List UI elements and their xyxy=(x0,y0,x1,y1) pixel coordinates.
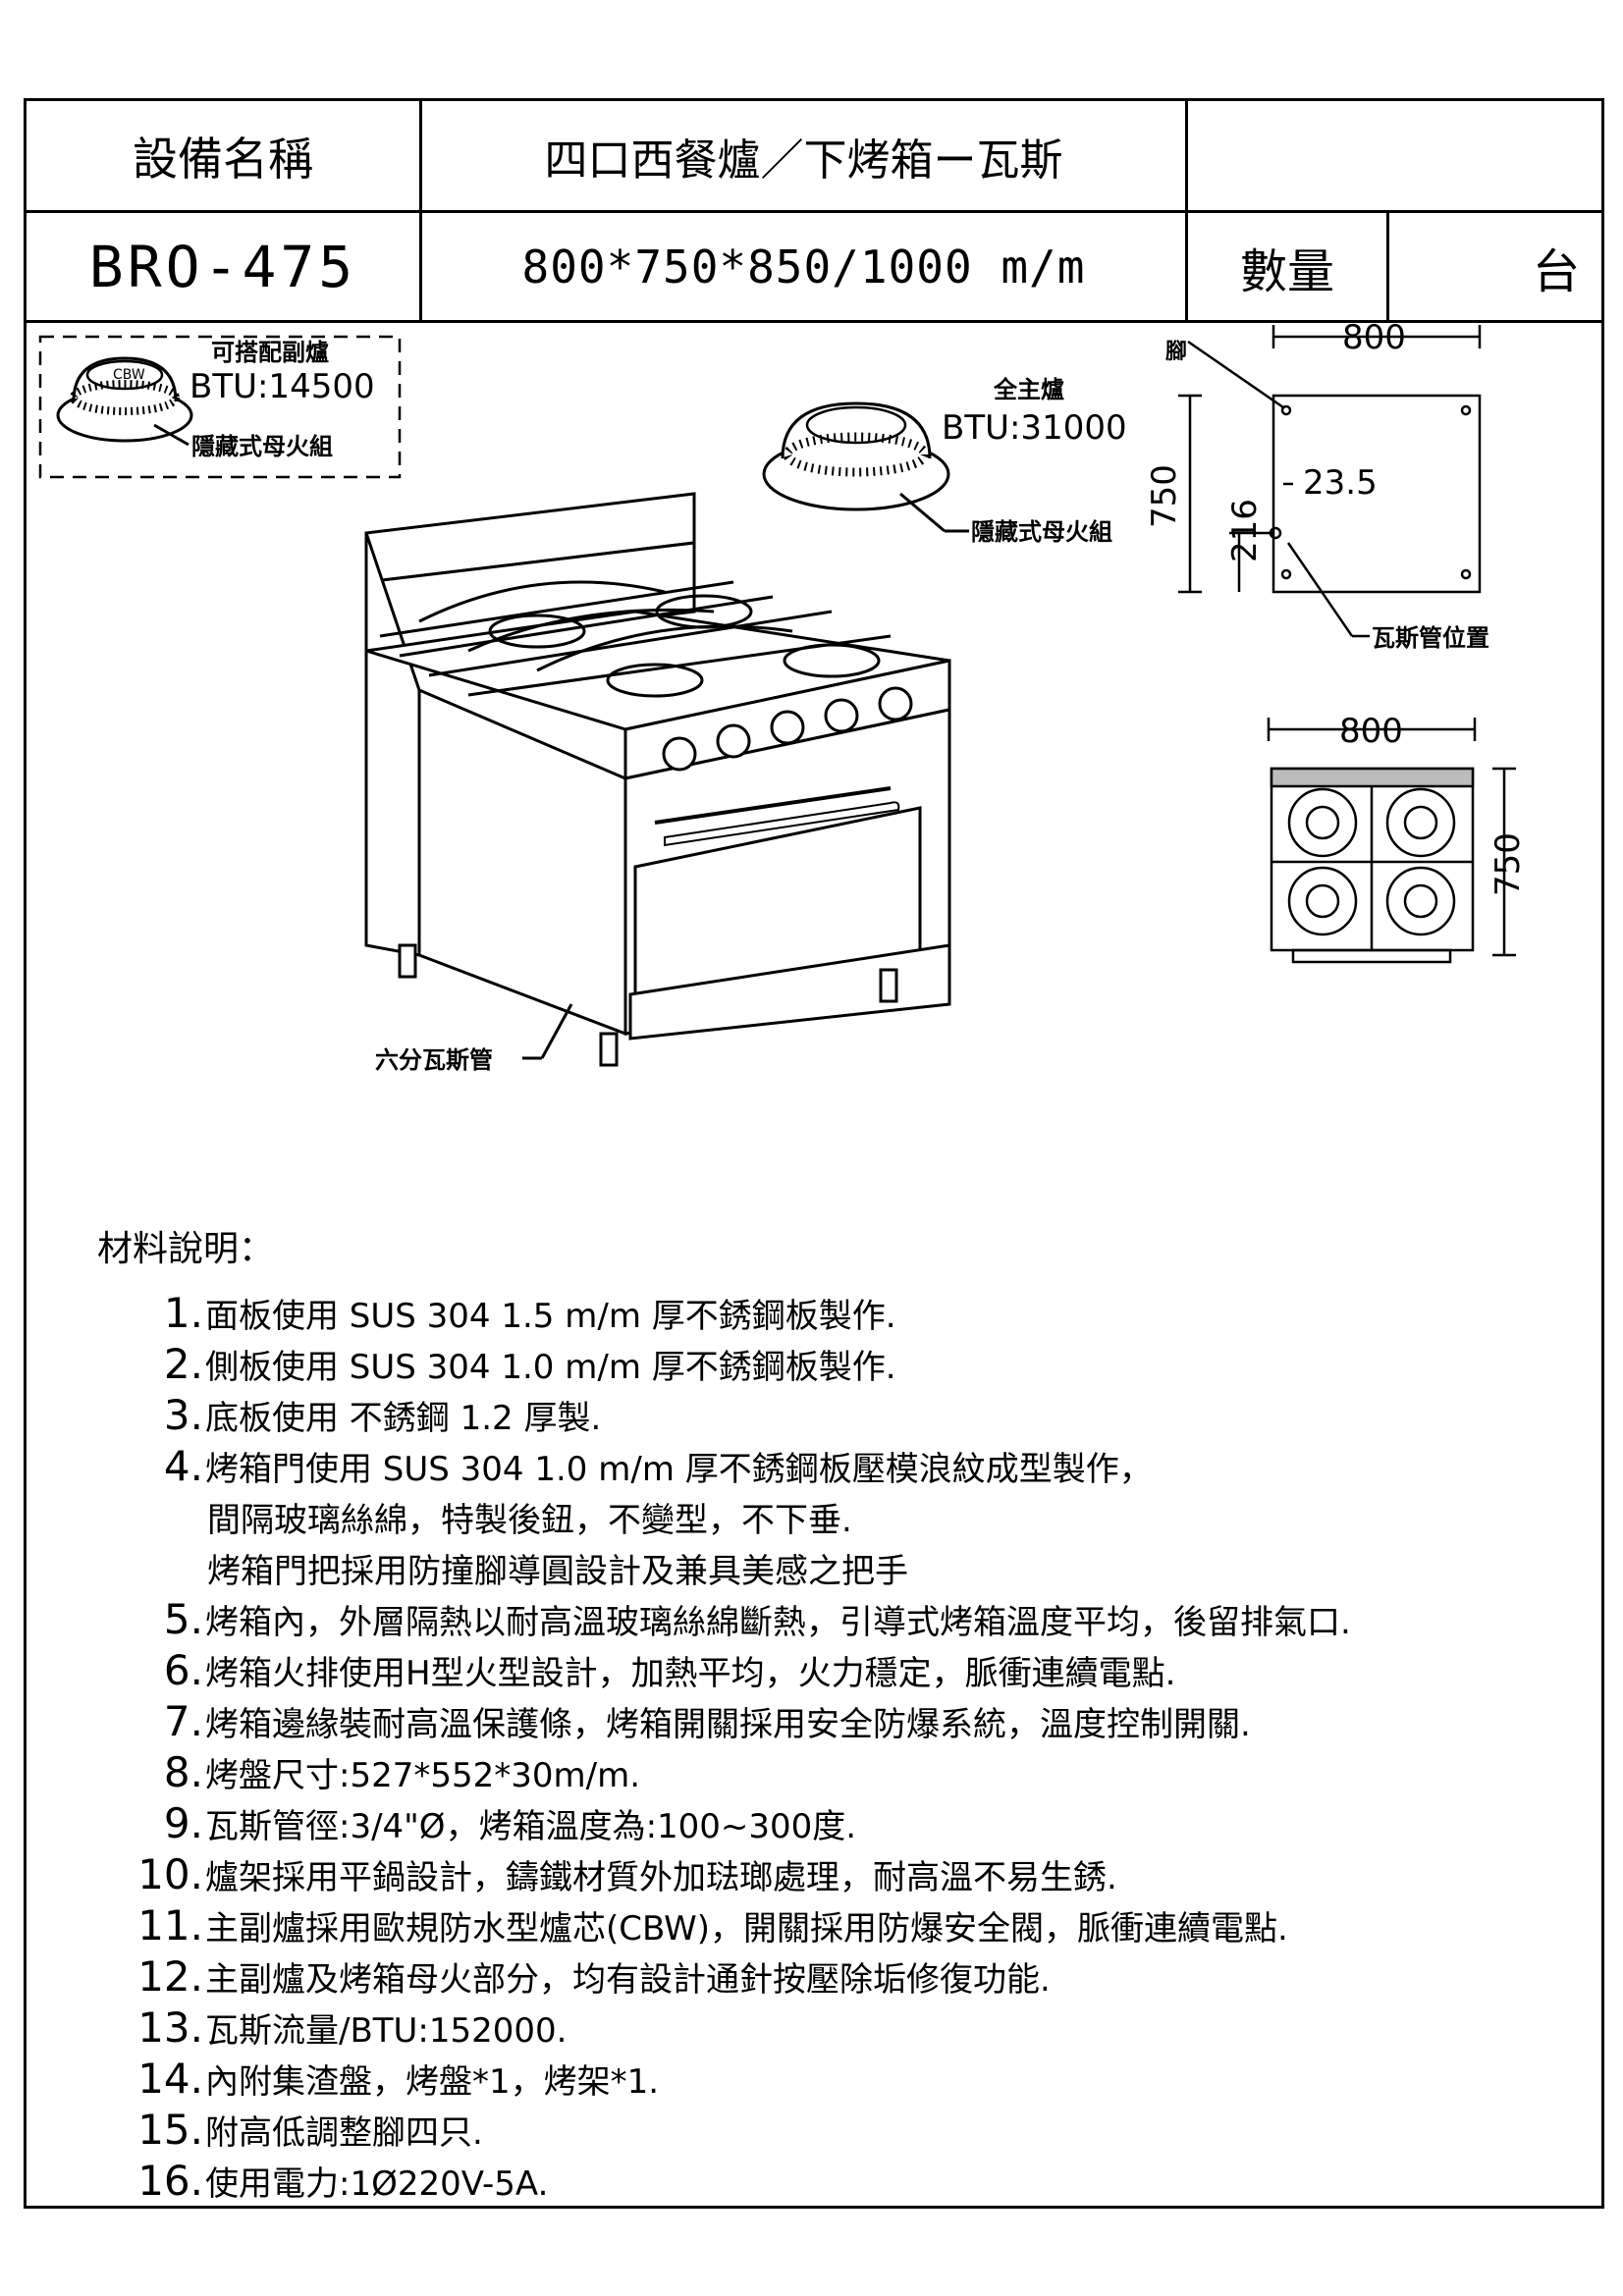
blank-cell xyxy=(1185,101,1601,210)
spec-title: 材料說明： xyxy=(97,1229,275,1269)
spec-item: 4.烤箱門使用 SUS 304 1.0 m/m 厚不銹鋼板壓模浪紋成型製作， xyxy=(95,1442,1607,1493)
spec-item: 9.瓦斯管徑:3/4"Ø，烤箱溫度為:100~300度. xyxy=(95,1799,1607,1850)
spec-item-number: 12. xyxy=(137,1952,203,2001)
spec-item: 7.烤箱邊緣裝耐高溫保護條，烤箱開關採用安全防爆系統，溫度控制開關. xyxy=(95,1697,1607,1748)
spec-item-text: 烤盤尺寸:527*552*30m/m. xyxy=(205,1756,641,1795)
spec-item-text: 烤箱內，外層隔熱以耐高溫玻璃絲綿斷熱，引導式烤箱溫度平均，後留排氣口. xyxy=(205,1603,1351,1642)
spec-item-text: 附高低調整腳四只. xyxy=(205,2113,483,2153)
spec-item-number: 4. xyxy=(163,1442,203,1490)
top-depth-dim: 750 xyxy=(1488,832,1528,896)
spec-item-text: 烤箱門使用 SUS 304 1.0 m/m 厚不銹鋼板壓模浪紋成型製作， xyxy=(205,1450,1153,1489)
quantity-unit: 台 xyxy=(1386,213,1601,320)
plan-width-dim: 800 xyxy=(1342,318,1406,357)
aux-burner-callout: CBW 可搭配副爐 BTU:14500 隱藏式母火組 xyxy=(38,335,402,479)
spec-item-number: 11. xyxy=(137,1901,203,1949)
spec-item-text: 使用電力:1Ø220V-5A. xyxy=(205,2164,549,2204)
header-row-model: BRO-475 800*750*850/1000 m/m 數量 台 xyxy=(27,213,1601,323)
dimensions: 800*750*850/1000 m/m xyxy=(419,213,1185,320)
spec-item: 1.面板使用 SUS 304 1.5 m/m 厚不銹鋼板製作. xyxy=(95,1289,1607,1340)
main-burner-btu: BTU:31000 xyxy=(942,408,1127,448)
cbw-logo: CBW xyxy=(113,367,145,383)
spec-item: 11.主副爐採用歐規防水型爐芯(CBW)，開關採用防爆安全閥，脈衝連續電點. xyxy=(95,1901,1607,1952)
name-label: 設備名稱 xyxy=(133,132,313,186)
aux-burner-pilot: 隱藏式母火組 xyxy=(191,433,333,460)
spec-item: 5.烤箱內，外層隔熱以耐高溫玻璃絲綿斷熱，引導式烤箱溫度平均，後留排氣口. xyxy=(95,1595,1607,1646)
foot-label: 腳 xyxy=(1165,340,1187,364)
spec-item-text: 面板使用 SUS 304 1.5 m/m 厚不銹鋼板製作. xyxy=(205,1297,896,1336)
aux-burner-title: 可搭配副爐 xyxy=(211,339,329,366)
top-width-dim: 800 xyxy=(1339,712,1403,751)
spec-item-number: 10. xyxy=(137,1850,203,1898)
control-knobs xyxy=(662,686,913,772)
gas-position-label: 瓦斯管位置 xyxy=(1372,624,1489,652)
plan-view xyxy=(1178,325,1482,638)
range-perspective xyxy=(364,492,951,1067)
spec-item: 10.爐架採用平鍋設計，鑄鐵材質外加琺瑯處理，耐高溫不易生銹. xyxy=(95,1850,1607,1901)
quantity-label: 數量 xyxy=(1185,213,1386,320)
spec-item-number: 14. xyxy=(137,2055,203,2103)
spec-item-number: 8. xyxy=(163,1748,203,1796)
spec-item-number: 2. xyxy=(163,1340,203,1388)
spec-item: 12.主副爐及烤箱母火部分，均有設計通針按壓除垢修復功能. xyxy=(95,1952,1607,2003)
spec-item-text: 內附集渣盤，烤盤*1，烤架*1. xyxy=(205,2062,660,2102)
spec-item-number: 15. xyxy=(137,2106,203,2154)
spec-item-text: 爐架採用平鍋設計，鑄鐵材質外加琺瑯處理，耐高溫不易生銹. xyxy=(205,1858,1117,1897)
spec-item: 15.附高低調整腳四只. xyxy=(95,2106,1607,2157)
spec-item: 14.內附集渣盤，烤盤*1，烤架*1. xyxy=(95,2055,1607,2106)
spec-item-text: 主副爐及烤箱母火部分，均有設計通針按壓除垢修復功能. xyxy=(205,1960,1051,2000)
technical-drawing: CBW 可搭配副爐 BTU:14500 隱藏式母火組 全主爐 BTU:31000… xyxy=(38,318,1528,1074)
product-name: 四口西餐爐／下烤箱ー瓦斯 xyxy=(419,101,1185,210)
model-number: BRO-475 xyxy=(88,233,357,300)
main-burner-icon xyxy=(762,401,950,511)
plan-depth-dim: 750 xyxy=(1145,464,1184,528)
spec-item-number: 16. xyxy=(137,2157,203,2205)
plan-offset-23-5: 23.5 xyxy=(1303,463,1378,503)
spec-item-text: 烤箱邊緣裝耐高溫保護條，烤箱開關採用安全防爆系統，溫度控制開關. xyxy=(205,1705,1251,1744)
spec-item: 6.烤箱火排使用H型火型設計，加熱平均，火力穩定，脈衝連續電點. xyxy=(95,1646,1607,1697)
main-burner-callout: 全主爐 BTU:31000 隱藏式母火組 xyxy=(762,376,1127,546)
spec-item-text: 瓦斯流量/BTU:152000. xyxy=(205,2011,568,2051)
main-burner-pilot: 隱藏式母火組 xyxy=(971,518,1112,546)
spec-item-text: 底板使用 不銹鋼 1.2 厚製. xyxy=(205,1399,602,1438)
spec-item-number: 13. xyxy=(137,2003,203,2052)
spec-item: 烤箱門把採用防撞腳導圓設計及兼具美感之把手 xyxy=(95,1544,1607,1595)
grates xyxy=(379,580,892,698)
spec-item: 3.底板使用 不銹鋼 1.2 厚製. xyxy=(95,1391,1607,1442)
spec-item-text: 主副爐採用歐規防水型爐芯(CBW)，開關採用防爆安全閥，脈衝連續電點. xyxy=(205,1909,1288,1949)
spec-item-text: 間隔玻璃絲綿，特製後鈕，不變型，不下垂. xyxy=(207,1501,852,1540)
spec-item: 間隔玻璃絲綿，特製後鈕，不變型，不下垂. xyxy=(95,1493,1607,1544)
top-view xyxy=(1267,718,1516,964)
spec-item: 16.使用電力:1Ø220V-5A. xyxy=(95,2157,1607,2208)
spec-item-number: 7. xyxy=(163,1697,203,1745)
header-row-name: 設備名稱 四口西餐爐／下烤箱ー瓦斯 xyxy=(27,101,1601,213)
spec-item-text: 側板使用 SUS 304 1.0 m/m 厚不銹鋼板製作. xyxy=(205,1348,896,1387)
spec-item-text: 烤箱火排使用H型火型設計，加熱平均，火力穩定，脈衝連續電點. xyxy=(205,1654,1176,1693)
spec-item-number: 6. xyxy=(163,1646,203,1694)
plan-offset-216: 216 xyxy=(1225,499,1265,562)
spec-item-number: 5. xyxy=(163,1595,203,1643)
spec-item-number: 3. xyxy=(163,1391,203,1439)
spec-item: 8.烤盤尺寸:527*552*30m/m. xyxy=(95,1748,1607,1799)
spec-item-text: 烤箱門把採用防撞腳導圓設計及兼具美感之把手 xyxy=(207,1552,908,1591)
main-burner-title: 全主爐 xyxy=(993,376,1064,403)
gas-pipe-label: 六分瓦斯管 xyxy=(375,1046,493,1074)
spec-item: 13.瓦斯流量/BTU:152000. xyxy=(95,2003,1607,2055)
spec-list: 1.面板使用 SUS 304 1.5 m/m 厚不銹鋼板製作.2.側板使用 SU… xyxy=(95,1289,1607,2208)
spec-item-number: 1. xyxy=(163,1289,203,1337)
aux-burner-btu: BTU:14500 xyxy=(189,367,375,406)
spec-sheet: 設備名稱 四口西餐爐／下烤箱ー瓦斯 BRO-475 800*750*850/10… xyxy=(24,98,1604,2209)
material-spec: 材料說明： 1.面板使用 SUS 304 1.5 m/m 厚不銹鋼板製作.2.側… xyxy=(95,1220,1607,2208)
spec-item-text: 瓦斯管徑:3/4"Ø，烤箱溫度為:100~300度. xyxy=(205,1807,857,1846)
spec-item: 2.側板使用 SUS 304 1.0 m/m 厚不銹鋼板製作. xyxy=(95,1340,1607,1391)
spec-item-number: 9. xyxy=(163,1799,203,1847)
aux-burner-icon: CBW xyxy=(56,356,193,443)
